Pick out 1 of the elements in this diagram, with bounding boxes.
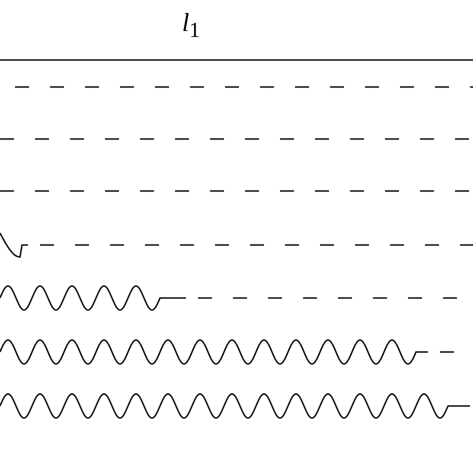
axis-label: l$_{1}$: [182, 8, 200, 44]
